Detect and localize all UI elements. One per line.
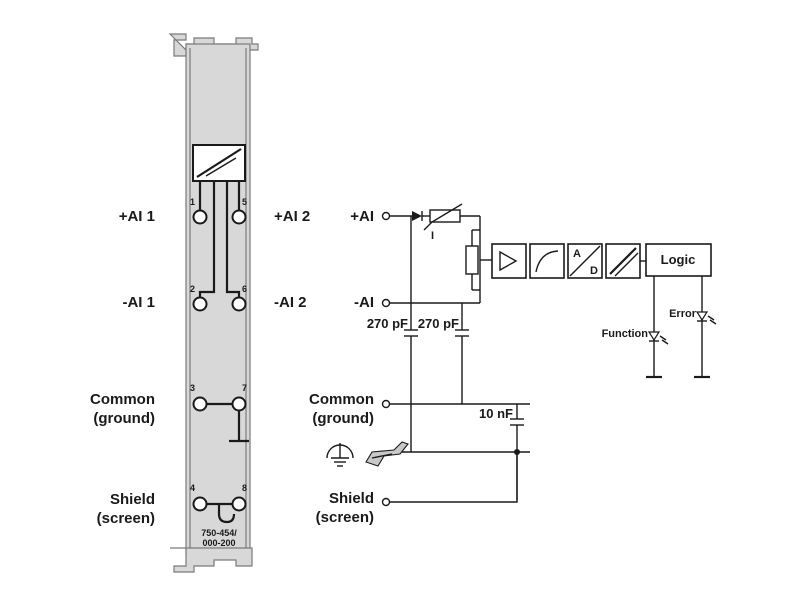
cap2-label: 270 pF bbox=[418, 316, 459, 331]
schematic-terminal-common bbox=[381, 399, 391, 409]
schematic-terminal-ai-minus bbox=[381, 298, 391, 308]
part-number-line1: 750-454/ bbox=[201, 528, 237, 538]
pin-5: 5 bbox=[242, 197, 247, 207]
current-symbol: I bbox=[431, 230, 434, 242]
pin-3: 3 bbox=[190, 383, 195, 393]
cap3-label: 10 nF bbox=[479, 406, 513, 421]
pin-7: 7 bbox=[242, 383, 247, 393]
terminal-6 bbox=[231, 296, 247, 312]
terminal-3 bbox=[192, 396, 208, 412]
terminal-8 bbox=[231, 496, 247, 512]
adc-label-d: D bbox=[590, 265, 598, 277]
pin-1: 1 bbox=[190, 197, 195, 207]
label-shield-line1: Shield bbox=[110, 491, 155, 508]
module-bottom-clip bbox=[170, 547, 253, 573]
terminal-5 bbox=[231, 209, 247, 225]
din-rail-icon bbox=[365, 441, 409, 467]
function-led-icon bbox=[647, 331, 661, 342]
diode-symbol bbox=[412, 211, 422, 221]
logic-label: Logic bbox=[661, 252, 696, 267]
label-shield-line2: (screen) bbox=[97, 510, 155, 527]
label-ai1-plus: +AI 1 bbox=[119, 208, 155, 225]
schematic-label-ai-plus: +AI bbox=[350, 208, 374, 225]
schematic-label-common-line1: Common bbox=[309, 391, 374, 408]
adc-label-a: A bbox=[573, 248, 581, 260]
pin-2: 2 bbox=[190, 284, 195, 294]
label-common-line1: Common bbox=[90, 391, 155, 408]
label-common-line2: (ground) bbox=[93, 410, 155, 427]
label-ai2-plus: +AI 2 bbox=[274, 208, 310, 225]
terminal-1 bbox=[192, 209, 208, 225]
part-number-line2: 000-200 bbox=[202, 538, 235, 548]
error-led-icon bbox=[695, 311, 709, 322]
schematic-label-ai-minus: -AI bbox=[354, 294, 374, 311]
shunt-resistor bbox=[465, 245, 479, 275]
earth-ground-icon bbox=[326, 443, 354, 467]
io-module: 1 5 2 6 3 7 4 8 750-454/ 000-200 bbox=[168, 33, 259, 573]
amplifier-block bbox=[491, 243, 527, 279]
schematic-label-common-line2: (ground) bbox=[312, 410, 374, 427]
cap1-label: 270 pF bbox=[367, 316, 408, 331]
schematic-terminal-shield bbox=[381, 497, 391, 507]
function-led-label: Function bbox=[602, 328, 649, 340]
schematic-terminal-ai-plus bbox=[381, 211, 391, 221]
error-led-label: Error bbox=[669, 308, 697, 320]
label-ai2-minus: -AI 2 bbox=[274, 294, 307, 311]
terminal-7 bbox=[231, 396, 247, 412]
terminal-4 bbox=[192, 496, 208, 512]
terminal-2 bbox=[192, 296, 208, 312]
pin-4: 4 bbox=[190, 483, 195, 493]
schematic-label-shield-line1: Shield bbox=[329, 490, 374, 507]
label-ai1-minus: -AI 1 bbox=[122, 294, 155, 311]
pin-6: 6 bbox=[242, 284, 247, 294]
schematic-label-shield-line2: (screen) bbox=[316, 509, 374, 526]
pin-8: 8 bbox=[242, 483, 247, 493]
logic-block bbox=[645, 243, 712, 277]
filter-block bbox=[529, 243, 565, 279]
schematic: A D Logic Function Error 270 pF 270 pF bbox=[326, 203, 717, 507]
